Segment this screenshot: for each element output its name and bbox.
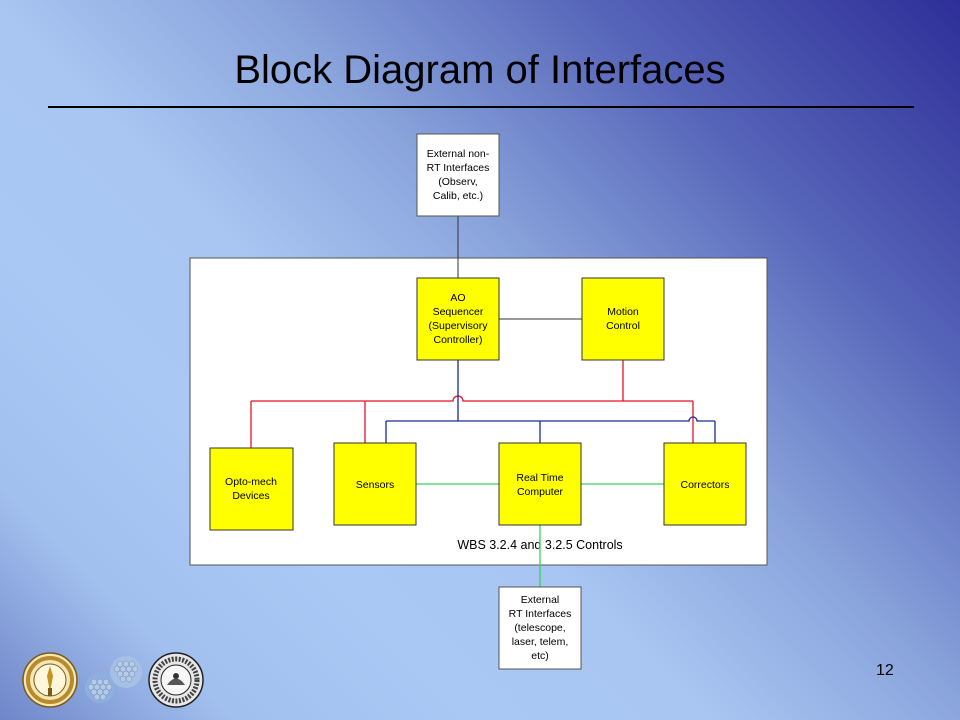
svg-text:(telescope,: (telescope,	[514, 622, 565, 634]
svg-text:Controller): Controller)	[433, 334, 482, 346]
title-divider	[48, 106, 914, 108]
svg-text:Control: Control	[606, 320, 640, 332]
green-links	[416, 483, 664, 587]
svg-text:External: External	[521, 594, 560, 606]
svg-text:Computer: Computer	[517, 486, 564, 498]
tmt-hexagon-mirror-logo	[85, 656, 142, 703]
svg-text:RT Interfaces: RT Interfaces	[427, 162, 490, 174]
svg-text:Correctors: Correctors	[680, 479, 729, 491]
external-nonrt-interfaces-box: External non- RT Interfaces (Observ, Cal…	[416, 133, 500, 217]
svg-text:AO: AO	[450, 292, 465, 304]
opto-mech-devices-box: Opto-mech Devices	[209, 447, 294, 531]
svg-text:RT Interfaces: RT Interfaces	[509, 608, 572, 620]
svg-text:laser, telem,: laser, telem,	[512, 636, 569, 648]
svg-text:Opto-mech: Opto-mech	[225, 476, 277, 488]
svg-text:Calib, etc.): Calib, etc.)	[433, 190, 483, 202]
correctors-box: Correctors	[663, 442, 747, 526]
svg-text:External non-: External non-	[427, 148, 490, 160]
slide-title: Block Diagram of Interfaces	[234, 48, 726, 92]
page-number: 12	[876, 662, 894, 679]
sensors-box: Sensors	[333, 442, 417, 526]
svg-text:Devices: Devices	[232, 490, 269, 502]
ao-sequencer-box: AO Sequencer (Supervisory Controller)	[416, 277, 500, 361]
external-rt-interfaces-box: External RT Interfaces (telescope, laser…	[498, 586, 582, 670]
svg-text:(Observ,: (Observ,	[438, 176, 477, 188]
real-time-computer-box: Real Time Computer	[498, 442, 582, 526]
caltech-seal-logo	[22, 652, 78, 708]
svg-text:etc): etc)	[531, 650, 549, 662]
svg-text:(Supervisory: (Supervisory	[429, 320, 489, 332]
blue-bus	[385, 360, 716, 443]
svg-text:Real Time: Real Time	[516, 472, 563, 484]
uc-seal-logo	[148, 652, 204, 708]
motion-control-box: Motion Control	[581, 277, 665, 361]
svg-text:Sensors: Sensors	[356, 479, 395, 491]
svg-text:Motion: Motion	[607, 306, 639, 318]
svg-text:Sequencer: Sequencer	[433, 306, 484, 318]
